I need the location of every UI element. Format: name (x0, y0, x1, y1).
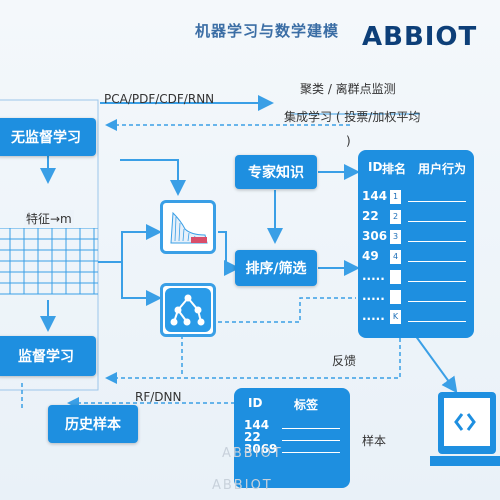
ranking-row-behavior-line (408, 301, 466, 302)
ranking-row-rank: 2 (390, 210, 401, 224)
ranking-row-rank (390, 290, 401, 304)
ranking-row-rank: 4 (390, 250, 401, 264)
ranking-table: ID 排名 用户行为 (358, 150, 474, 338)
sample-row-tag-line (282, 428, 340, 429)
ranking-header-rank: 排名 (382, 162, 407, 176)
ranking-row-id: ..... (362, 289, 385, 303)
unsupervised-learning-box: 无监督学习 (0, 118, 96, 156)
ranking-row-rank: 3 (390, 230, 401, 244)
sample-label-table: ID 标签 (234, 388, 350, 488)
ranking-header-behavior: 用户行为 (418, 162, 467, 176)
sample-row-tag-line (282, 452, 340, 453)
ensemble-paren: ) (346, 134, 351, 148)
cluster-label: 聚类 / 离群点监测 (300, 82, 396, 96)
feature-label: 特征→m (24, 210, 74, 227)
ranking-row-rank: K (390, 310, 401, 324)
tree-graph-icon-box (160, 283, 216, 337)
surface-plot-icon (170, 211, 208, 244)
sample-label: 样本 (362, 434, 387, 448)
sample-row-id: 144 (244, 418, 270, 432)
feature-matrix-grid (0, 228, 98, 295)
ranking-row-behavior-line (408, 221, 466, 222)
ranking-row-behavior-line (408, 261, 466, 262)
expert-knowledge-box: 专家知识 (235, 155, 317, 189)
brand-logo: ABBIOT (362, 22, 478, 52)
history-samples-box: 历史样本 (48, 405, 138, 443)
sample-row-id: 3069 (244, 442, 278, 456)
tree-graph-icon (165, 288, 211, 332)
ranking-row-id: 306 (362, 229, 388, 243)
ranking-row-id: 49 (362, 249, 379, 263)
surface-plot-icon-box (160, 200, 216, 254)
ranking-header-id: ID (368, 160, 383, 174)
feedback-label: 反馈 (332, 354, 357, 368)
ranking-row-id: 22 (362, 209, 379, 223)
pca-label: PCA/PDF/CDF/RNN (104, 92, 215, 106)
ensemble-label: 集成学习 ( 投票/加权平均 (284, 110, 421, 124)
ranking-row-behavior-line (408, 321, 466, 322)
ranking-row-id: ..... (362, 269, 385, 283)
ranking-row-id: ..... (362, 309, 385, 323)
ranking-row-rank (390, 270, 401, 284)
diagram-title: 机器学习与数学建模 (195, 22, 340, 40)
ranking-row-rank: 1 (390, 190, 401, 204)
sample-header-id: ID (248, 396, 263, 410)
watermark: ABBIOT (212, 478, 273, 493)
watermark: ABBIOT (222, 446, 283, 461)
ranking-row-behavior-line (408, 201, 466, 202)
ranking-row-behavior-line (408, 281, 466, 282)
sample-header-tag: 标签 (294, 398, 319, 412)
sort-filter-box: 排序/筛选 (235, 250, 317, 286)
sample-row-id: 22 (244, 430, 261, 444)
supervised-learning-box: 监督学习 (0, 336, 96, 376)
ranking-row-behavior-line (408, 241, 466, 242)
laptop-icon (430, 392, 500, 466)
ranking-row-id: 144 (362, 189, 388, 203)
rf-dnn-label: RF/DNN (135, 390, 182, 404)
sample-row-tag-line (282, 440, 340, 441)
